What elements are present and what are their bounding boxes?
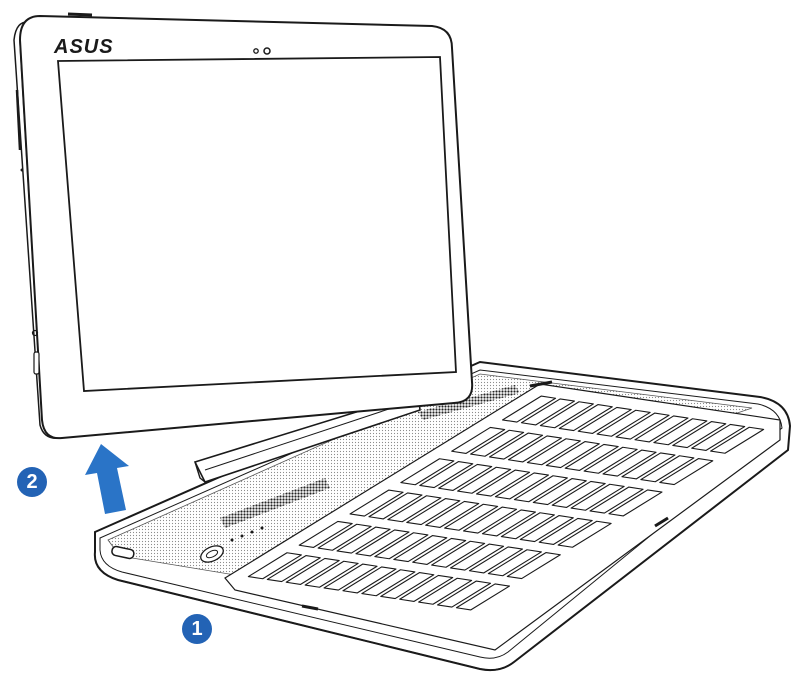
keyboard-key[interactable] [602,449,657,477]
keyboard-key[interactable] [418,577,473,605]
keyboard-key[interactable] [298,520,353,548]
keyboard-key[interactable] [380,572,435,600]
keyboard-key[interactable] [304,560,359,588]
keyboard-key[interactable] [501,395,557,423]
keyboard-key[interactable] [608,489,663,517]
keyboard-key[interactable] [436,580,492,608]
keyboard-key[interactable] [488,432,544,460]
tablet-headphone-jack [31,329,39,337]
keyboard-key[interactable] [481,509,537,537]
step-badge-1: 1 [182,614,212,644]
keyboard-key[interactable] [349,489,404,517]
keyboard-key[interactable] [323,563,378,591]
keyboard-key[interactable] [519,515,574,543]
keyboard-key[interactable] [506,552,561,580]
keyboard-key[interactable] [393,535,448,563]
keyboard-key[interactable] [266,555,321,583]
keyboard-key[interactable] [336,526,391,554]
keyboard-key[interactable] [621,452,676,480]
front-camera-icon [253,48,259,54]
keyboard-key[interactable] [653,418,708,446]
keyboard-key[interactable] [557,520,612,548]
keyboard-keys [247,395,765,611]
dock-front-slot [301,604,319,611]
keyboard-key[interactable] [589,486,644,514]
keyboard-key[interactable] [451,426,506,454]
keyboard-key[interactable] [387,495,442,523]
keyboard-key[interactable] [520,398,576,426]
keyboard-key[interactable] [672,421,727,449]
keyboard-key[interactable] [247,552,302,580]
keyboard-key[interactable] [468,546,524,574]
keyboard-key[interactable] [462,506,518,534]
tablet [13,12,474,440]
keyboard-key[interactable] [659,458,714,486]
keyboard-key[interactable] [487,549,542,577]
tablet-side-dot [20,168,24,172]
keyboard-key[interactable] [438,463,493,491]
keyboard-key[interactable] [538,517,593,545]
keyboard-key[interactable] [710,426,765,454]
keyboard-key[interactable] [526,438,581,466]
keyboard-key[interactable] [551,480,606,508]
keyboard-key[interactable] [374,532,429,560]
dock-side-slot [654,516,669,528]
keyboard-key[interactable] [583,446,638,474]
keyboard-key[interactable] [596,409,651,437]
keyboard-key[interactable] [285,557,340,585]
keyboard-key[interactable] [539,401,594,429]
keyboard-key[interactable] [577,406,632,434]
brand-logo: ASUS [54,36,114,58]
keyboard-key[interactable] [558,404,613,432]
keyboard-key[interactable] [545,441,600,469]
micro-usb-port[interactable] [111,545,135,560]
keyboard-key[interactable] [317,523,372,551]
tablet-side-port [33,351,40,375]
dock-front-edge [117,579,515,671]
keyboard-key[interactable] [449,543,505,571]
tablet-screen [57,56,457,392]
keyboard-key[interactable] [455,583,511,611]
up-arrow-icon [85,444,129,514]
keyboard-key[interactable] [570,483,625,511]
keyboard-key[interactable] [564,443,619,471]
keyboard-key[interactable] [406,498,461,526]
power-key[interactable] [198,543,226,566]
keyboard-key[interactable] [419,461,474,489]
keyboard-key[interactable] [457,466,512,494]
keyboard-key[interactable] [634,415,689,443]
keyboard-key[interactable] [412,537,467,565]
front-sensor-icon [263,47,271,55]
keyboard-key[interactable] [475,469,531,497]
keyboard-key[interactable] [494,472,550,500]
keyboard-key[interactable] [615,412,670,440]
keyboard-key[interactable] [691,423,746,451]
keyboard-key[interactable] [513,475,568,503]
keyboard-key[interactable] [500,512,555,540]
tablet-side-slot [15,89,22,151]
keyboard-dock [93,360,792,672]
dock-rim [99,369,783,659]
tablet-volume-button[interactable] [67,12,93,17]
keyboard-key[interactable] [342,566,397,594]
keyboard-key[interactable] [470,429,525,457]
dock-logo-plate [529,380,553,388]
keyboard-key[interactable] [361,569,416,597]
keyboard-key[interactable] [640,455,695,483]
keyboard-key[interactable] [400,458,455,486]
speaker-grille-right [418,385,520,420]
keyboard-key[interactable] [532,478,587,506]
keyboard-key[interactable] [444,503,499,531]
keyboard-key[interactable] [399,574,454,602]
status-indicators [230,526,264,542]
keyboard-key[interactable] [431,540,486,568]
keyboard-key[interactable] [355,529,410,557]
keyboard-key[interactable] [368,492,423,520]
keyboard-key[interactable] [507,435,563,463]
step-badge-2: 2 [17,467,47,497]
keyboard-key[interactable] [425,500,480,528]
speaker-grille-left [220,478,330,528]
